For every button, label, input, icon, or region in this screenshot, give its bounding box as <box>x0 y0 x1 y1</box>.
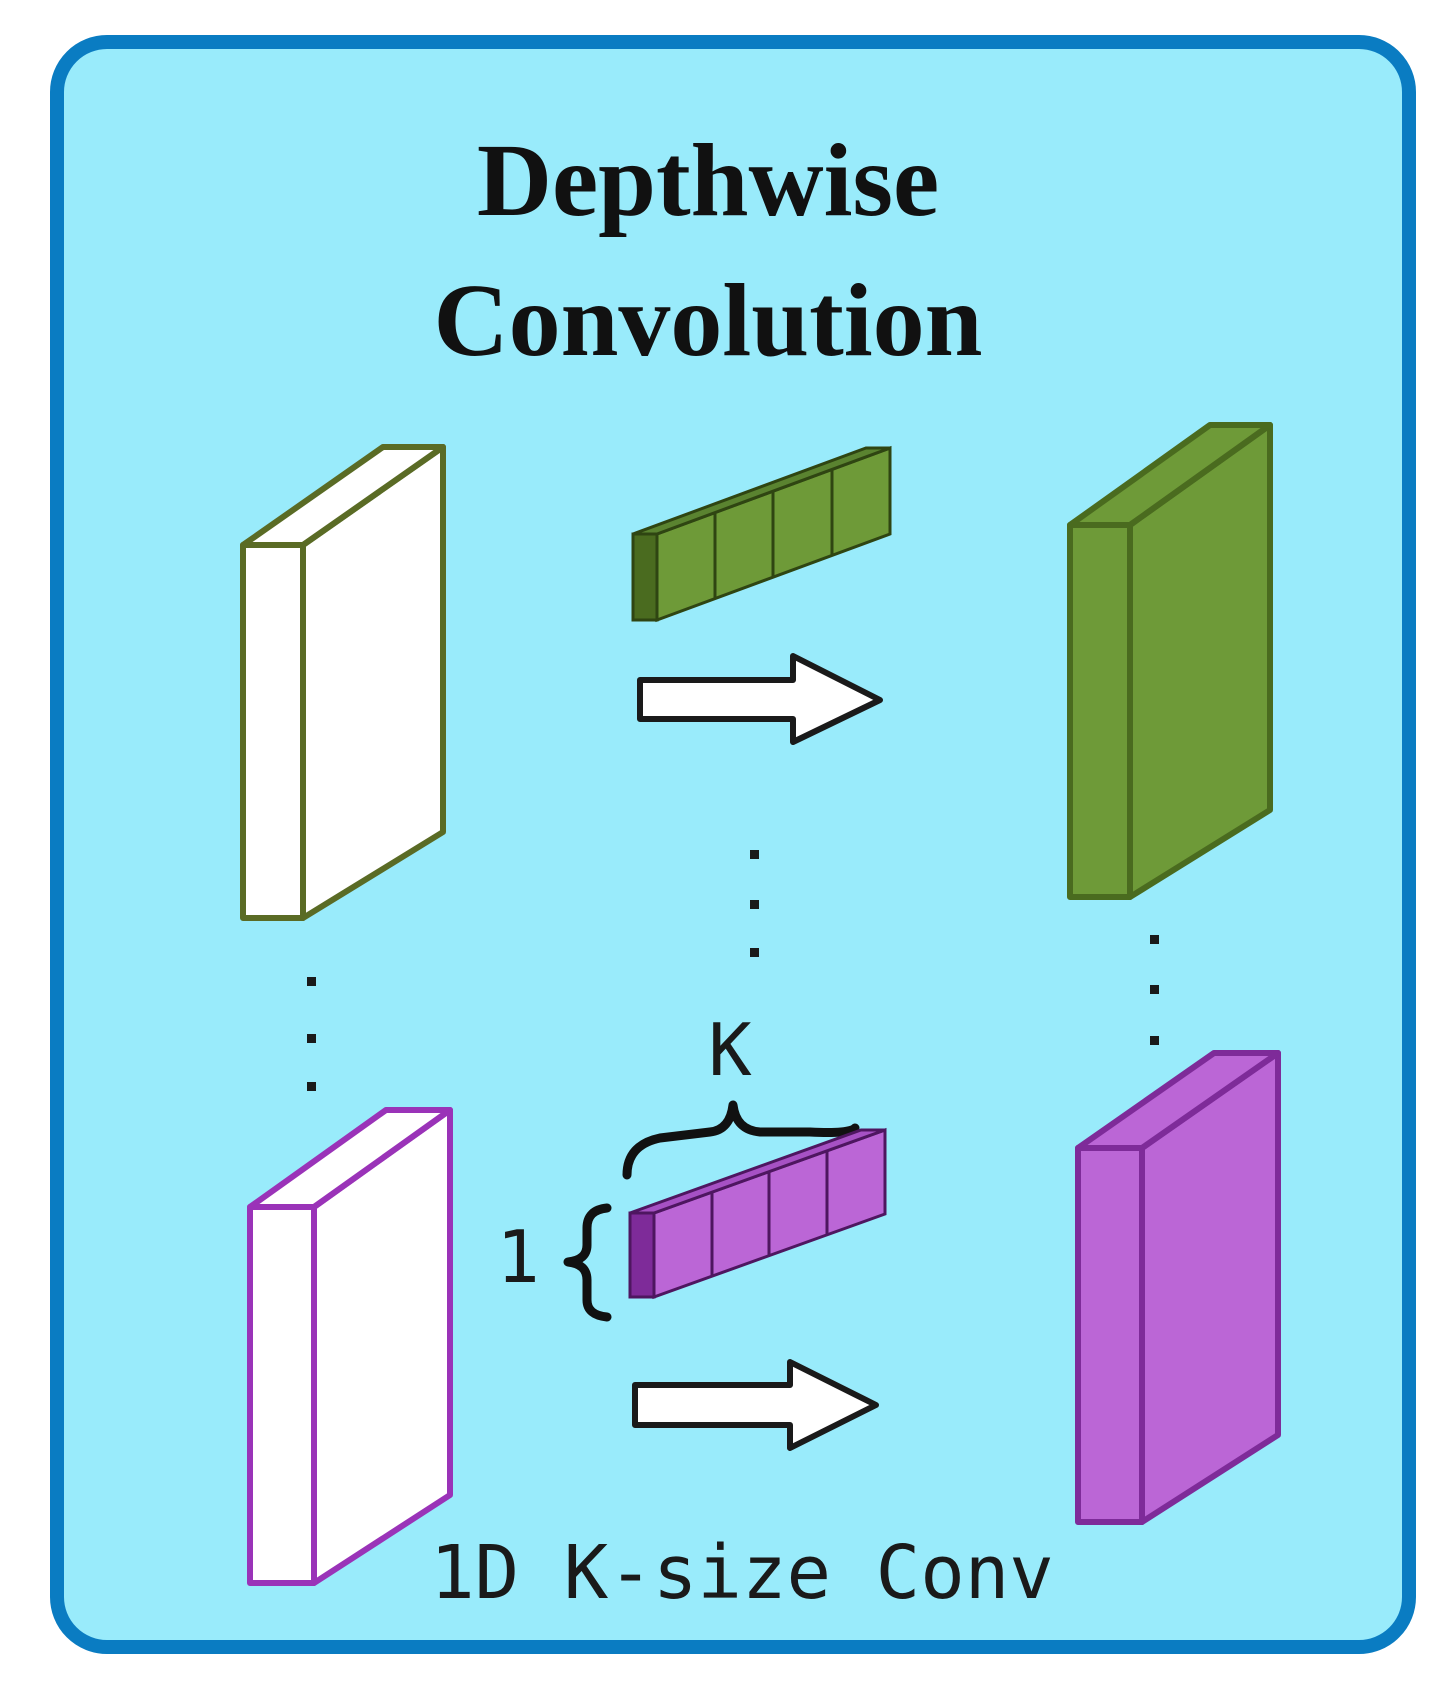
input-feature-map-green <box>240 444 446 921</box>
ellipsis-input <box>307 977 316 1091</box>
output-feature-map-green <box>1067 422 1273 900</box>
kernel-height-brace <box>563 1203 612 1322</box>
ellipsis-output <box>1150 935 1159 1045</box>
arrow-right-bottom <box>632 1359 879 1451</box>
arrow-right-top <box>637 653 883 745</box>
kernel-purple <box>628 1127 887 1300</box>
output-feature-map-purple <box>1075 1050 1281 1525</box>
ellipsis-kernel <box>750 850 759 957</box>
input-feature-map-purple <box>247 1107 453 1586</box>
title-line-2: Convolution <box>433 263 982 378</box>
kernel-width-label: K <box>708 1008 752 1092</box>
kernel-height-label: 1 <box>496 1215 539 1299</box>
title-line-1: Depthwise <box>477 123 939 238</box>
kernel-green <box>631 445 892 623</box>
caption: 1D K-size Conv <box>430 1530 1054 1616</box>
kernel-width-brace <box>622 1100 860 1180</box>
